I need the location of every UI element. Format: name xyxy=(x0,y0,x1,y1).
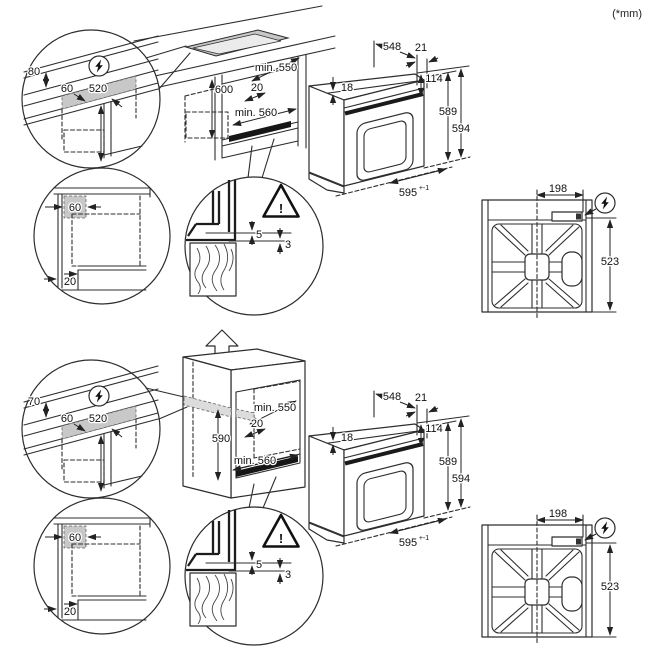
column-dimension-labels: 70 60 520 590 min. 550 20 min. 560 548 2… xyxy=(27,390,621,620)
dim-height-520: 520 xyxy=(89,83,107,95)
warning-exclamation: ! xyxy=(279,531,283,546)
worktop-cabinet-drawing xyxy=(133,5,336,179)
oven-perspective-top xyxy=(309,41,470,196)
dim-plinth-recess: 20 xyxy=(64,276,76,288)
dim-oven-width: 595 xyxy=(399,187,417,199)
dim-top-clearance: 60 xyxy=(69,532,81,544)
dim-rear-clearance: 21 xyxy=(415,42,427,54)
dim-connection-height: 523 xyxy=(601,256,619,268)
dim-wall-offset: 70 xyxy=(28,396,40,408)
dim-rear-clearance: 21 xyxy=(415,392,427,404)
dim-wall-offset: 80 xyxy=(28,66,40,78)
dim-gap-lower: 3 xyxy=(285,569,291,581)
gap-detail-bottom xyxy=(185,507,323,645)
dim-height-520: 520 xyxy=(89,413,107,425)
dim-side-offset: 60 xyxy=(61,83,73,95)
dim-oven-depth: 548 xyxy=(383,41,401,53)
warning-exclamation: ! xyxy=(279,201,283,216)
dim-top-clearance: 60 xyxy=(69,202,81,214)
ventilation-strip xyxy=(229,121,291,142)
corner-detail-top xyxy=(34,168,170,304)
dim-connection-offset: 198 xyxy=(549,508,567,520)
dim-oven-depth: 548 xyxy=(383,391,401,403)
dim-top-inset: 18 xyxy=(341,82,353,94)
dim-gap-upper: 5 xyxy=(256,229,262,241)
corner-detail-bottom xyxy=(34,498,170,634)
electrical-detail-bottom xyxy=(22,360,160,498)
dim-front-height: 114 xyxy=(425,73,443,85)
electrical-detail-top xyxy=(22,30,160,168)
dim-min-width: min. 560 xyxy=(235,107,277,119)
rear-view-top xyxy=(482,190,616,320)
dim-connection-height: 523 xyxy=(601,581,619,593)
dim-body-height: 589 xyxy=(439,106,457,118)
worktop-installation-section: 80 60 520 600 min. 550 20 min. 560 548 2… xyxy=(22,5,621,320)
gap-detail-top xyxy=(185,177,323,315)
dim-side-offset: 60 xyxy=(61,413,73,425)
dim-front-gap: 20 xyxy=(251,82,263,94)
dim-total-height: 594 xyxy=(452,473,470,485)
rear-view-bottom xyxy=(482,515,616,645)
dim-total-height: 594 xyxy=(452,123,470,135)
dim-min-depth: min. 550 xyxy=(254,402,296,414)
dim-body-height: 589 xyxy=(439,456,457,468)
dim-top-inset: 18 xyxy=(341,432,353,444)
dim-gap-lower: 3 xyxy=(285,239,291,251)
dim-plinth-recess: 20 xyxy=(64,606,76,618)
oven-perspective-bottom xyxy=(309,391,470,546)
dim-oven-width: 595 xyxy=(399,537,417,549)
dim-oven-width-tolerance: +-1 xyxy=(419,535,429,542)
column-installation-section: 70 60 520 590 min. 550 20 min. 560 548 2… xyxy=(22,329,621,645)
dim-front-height: 114 xyxy=(425,423,443,435)
dim-front-gap: 20 xyxy=(251,418,263,430)
dim-niche-height: 590 xyxy=(212,433,230,445)
dim-niche-height: 600 xyxy=(215,84,233,96)
dim-min-depth: min. 550 xyxy=(255,62,297,74)
dim-connection-offset: 198 xyxy=(549,183,567,195)
column-cabinet-drawing xyxy=(182,329,306,509)
dim-min-width: min. 560 xyxy=(234,455,276,467)
worktop-dimension-labels: 80 60 520 600 min. 550 20 min. 560 548 2… xyxy=(27,40,621,290)
units-note: (*mm) xyxy=(612,8,642,20)
dim-gap-upper: 5 xyxy=(256,559,262,571)
dim-oven-width-tolerance: +-1 xyxy=(419,185,429,192)
